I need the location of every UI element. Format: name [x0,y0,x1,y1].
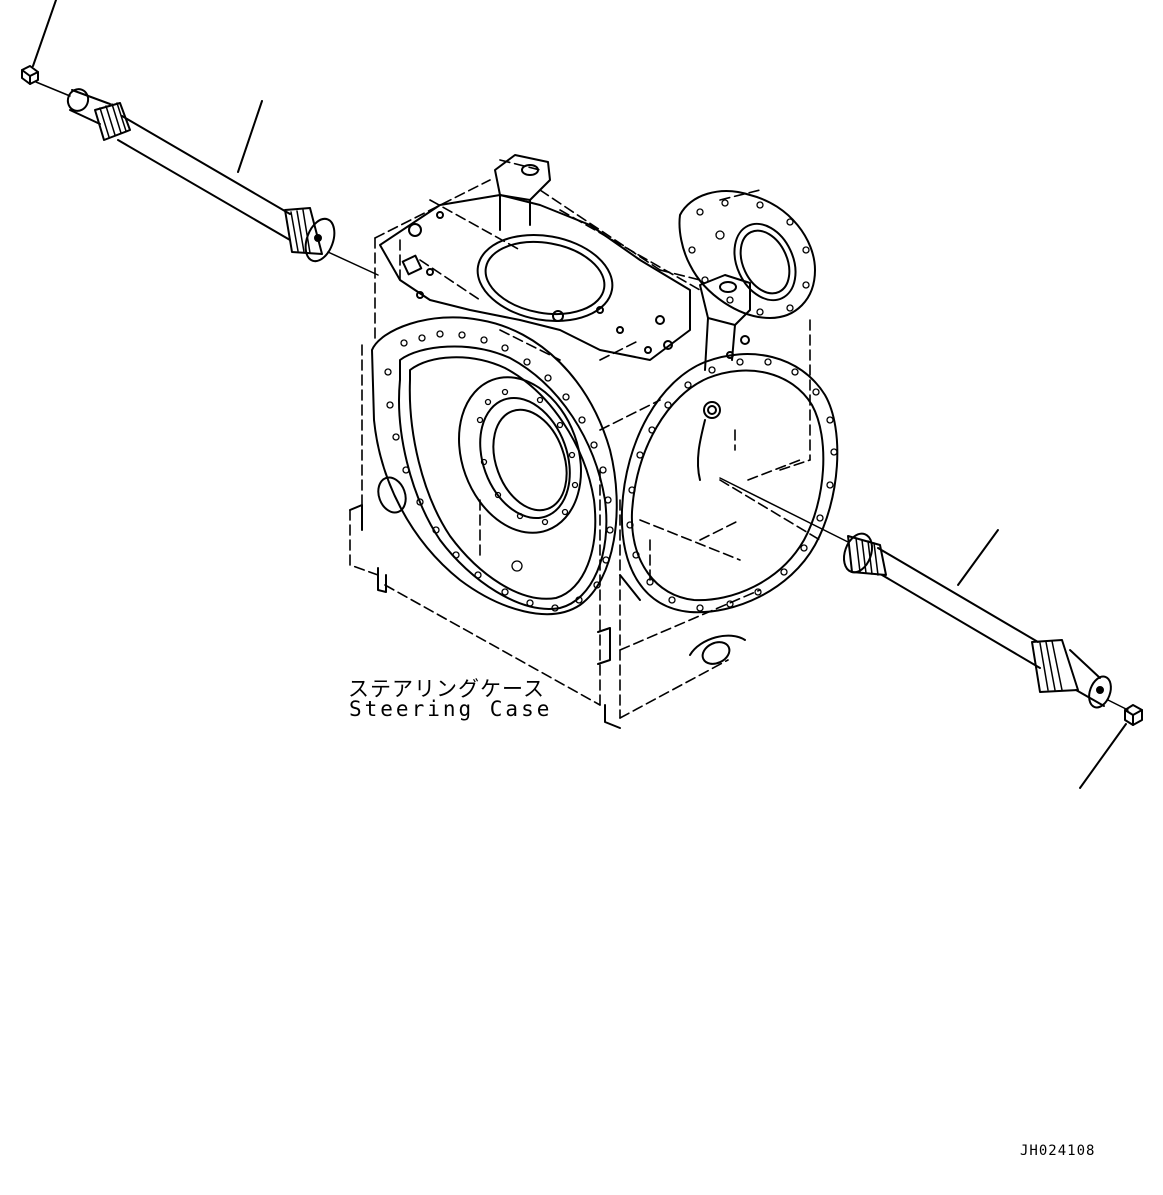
right-flange [620,353,839,614]
right-flange-bolt-holes [626,358,838,612]
axis-line-left-b [327,251,379,276]
shaft-left [66,88,336,263]
case-lower-details [349,504,746,729]
case-label-english: Steering Case [349,697,553,721]
left-bore-outer [458,376,582,534]
right-shaft-group [719,477,1143,789]
drawing-code: JH024108 [1020,1143,1096,1159]
plug-right [1124,704,1143,726]
left-flange [371,316,618,616]
left-bore-inner [479,396,571,520]
leader-line-shaft-left [237,100,263,173]
rear-upper-flange [678,190,816,319]
leader-line-plug-right [1079,723,1127,789]
shaft-right [842,532,1112,709]
case-label-japanese: ステアリングケース [348,677,545,701]
case-outline-dashed [349,159,821,719]
axis-line-right-a [719,477,849,543]
leader-line-shaft-right [957,529,999,586]
steering-case [349,154,839,729]
top-bore [476,233,614,323]
axis-line-left-a [35,81,71,97]
left-flange-bolt-holes [384,330,614,612]
left-shaft-group [21,0,379,276]
axis-line-right-b [1107,699,1129,711]
plug-left [21,65,39,85]
leader-line-plug-left [32,0,57,67]
top-face [379,154,691,361]
